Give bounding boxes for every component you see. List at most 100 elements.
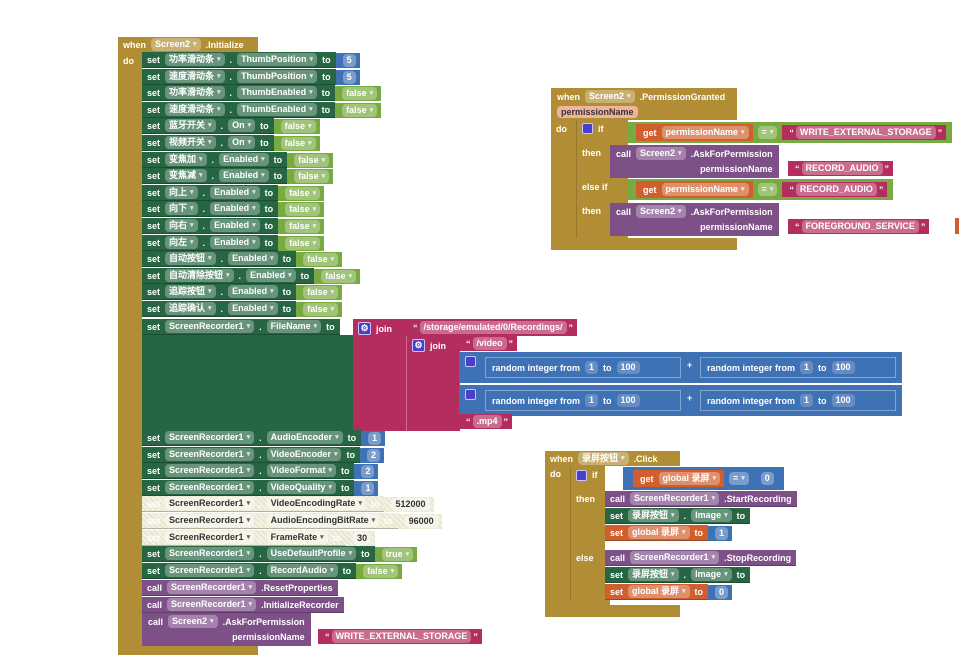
undefined-block-value[interactable]: screen_recording1.png: [757, 568, 865, 582]
num-block-value[interactable]: 5: [342, 53, 356, 67]
property-dropdown[interactable]: AudioEncodingBitRate▾: [266, 514, 380, 527]
component-dropdown[interactable]: Screen2▾: [636, 205, 686, 218]
property-dropdown[interactable]: Enabled▾: [219, 169, 269, 182]
compare-operator-dropdown[interactable]: =▾: [757, 183, 778, 196]
from-number[interactable]: 1: [585, 394, 599, 407]
undefined-block-value[interactable]: screen_recording2.png: [757, 509, 865, 523]
component-dropdown[interactable]: ScreenRecorder1▾: [630, 492, 720, 505]
component-dropdown[interactable]: ScreenRecorder1▾: [165, 320, 255, 333]
property-dropdown[interactable]: FileName▾: [266, 320, 322, 333]
num-block-value[interactable]: 30: [353, 531, 372, 545]
bool-block-value[interactable]: false▾: [342, 86, 378, 100]
component-dropdown[interactable]: 功率滑动条▾: [165, 86, 225, 99]
property-dropdown[interactable]: ThumbEnabled▾: [237, 86, 317, 99]
bool-block-value[interactable]: false▾: [285, 236, 321, 250]
text-block-value[interactable]: FOREGROUND_SERVICE: [801, 220, 919, 233]
property-dropdown[interactable]: ThumbPosition▾: [237, 70, 318, 83]
component-dropdown[interactable]: 录屏按钮▾: [578, 452, 629, 465]
text-block-value[interactable]: /video: [472, 337, 507, 350]
number-block-value[interactable]: 0: [760, 472, 774, 485]
component-dropdown[interactable]: ScreenRecorder1▾: [167, 581, 257, 594]
component-dropdown[interactable]: Screen2▾: [168, 615, 218, 628]
property-dropdown[interactable]: Enabled▾: [210, 236, 260, 249]
property-dropdown[interactable]: Enabled▾: [228, 252, 278, 265]
gear-icon[interactable]: [576, 470, 587, 481]
to-number[interactable]: 100: [831, 361, 855, 374]
to-number[interactable]: 100: [616, 361, 640, 374]
bool-block-value[interactable]: false▾: [285, 219, 321, 233]
text-block-value[interactable]: RECORD_AUDIO: [795, 183, 877, 196]
bool-block-value[interactable]: false▾: [280, 136, 316, 150]
gear-icon[interactable]: ⚙: [358, 322, 371, 335]
gear-icon[interactable]: ⚙: [412, 339, 425, 352]
variable-dropdown[interactable]: global 录屏▾: [628, 526, 690, 539]
component-dropdown[interactable]: 速度滑动条▾: [165, 70, 225, 83]
text-block-value[interactable]: .mp4: [472, 415, 502, 428]
property-dropdown[interactable]: Enabled▾: [246, 269, 296, 282]
bool-block-value[interactable]: false▾: [285, 202, 321, 216]
join-block-inner[interactable]: ⚙join: [406, 336, 460, 431]
from-number[interactable]: 1: [800, 361, 814, 374]
component-dropdown[interactable]: 自动按钮▾: [165, 252, 216, 265]
number-block-value[interactable]: 0: [715, 585, 729, 599]
property-dropdown[interactable]: VideoFormat▾: [266, 464, 336, 477]
component-dropdown[interactable]: ScreenRecorder1▾: [167, 598, 257, 611]
text-block-value[interactable]: RECORD_AUDIO: [801, 162, 883, 175]
num-block-value[interactable]: 2: [366, 448, 380, 462]
component-dropdown[interactable]: ScreenRecorder1▾: [165, 514, 255, 527]
variable-dropdown[interactable]: permissionName▾: [661, 183, 749, 196]
gear-icon[interactable]: [465, 389, 476, 400]
bool-block-value[interactable]: false▾: [280, 119, 316, 133]
compare-operator-dropdown[interactable]: =▾: [729, 472, 749, 485]
component-dropdown[interactable]: ScreenRecorder1▾: [630, 551, 720, 564]
text-block-value[interactable]: /storage/emulated/0/Recordings/: [419, 321, 567, 334]
bool-block-value[interactable]: false▾: [303, 285, 339, 299]
component-dropdown[interactable]: ScreenRecorder1▾: [165, 464, 255, 477]
join-block[interactable]: ⚙join: [353, 319, 407, 431]
property-dropdown[interactable]: VideoQuality▾: [266, 481, 336, 494]
component-dropdown[interactable]: ScreenRecorder1▾: [165, 531, 255, 544]
component-dropdown[interactable]: 视频开关▾: [165, 136, 216, 149]
component-dropdown[interactable]: 追踪确认▾: [165, 302, 216, 315]
bool-block-value[interactable]: false▾: [363, 564, 399, 578]
bool-block-value[interactable]: false▾: [303, 252, 339, 266]
component-dropdown[interactable]: Screen2▾: [151, 38, 201, 51]
to-number[interactable]: 100: [616, 394, 640, 407]
num-block-value[interactable]: 1: [361, 481, 375, 495]
variable-dropdown[interactable]: permissionName▾: [661, 126, 749, 139]
property-dropdown[interactable]: ThumbPosition▾: [237, 53, 318, 66]
property-dropdown[interactable]: RecordAudio▾: [266, 564, 338, 577]
property-dropdown[interactable]: Enabled▾: [210, 219, 260, 232]
component-dropdown[interactable]: 变焦减▾: [165, 169, 207, 182]
property-dropdown[interactable]: Enabled▾: [210, 202, 260, 215]
property-dropdown[interactable]: ThumbEnabled▾: [237, 103, 317, 116]
component-dropdown[interactable]: ScreenRecorder1▾: [165, 497, 255, 510]
